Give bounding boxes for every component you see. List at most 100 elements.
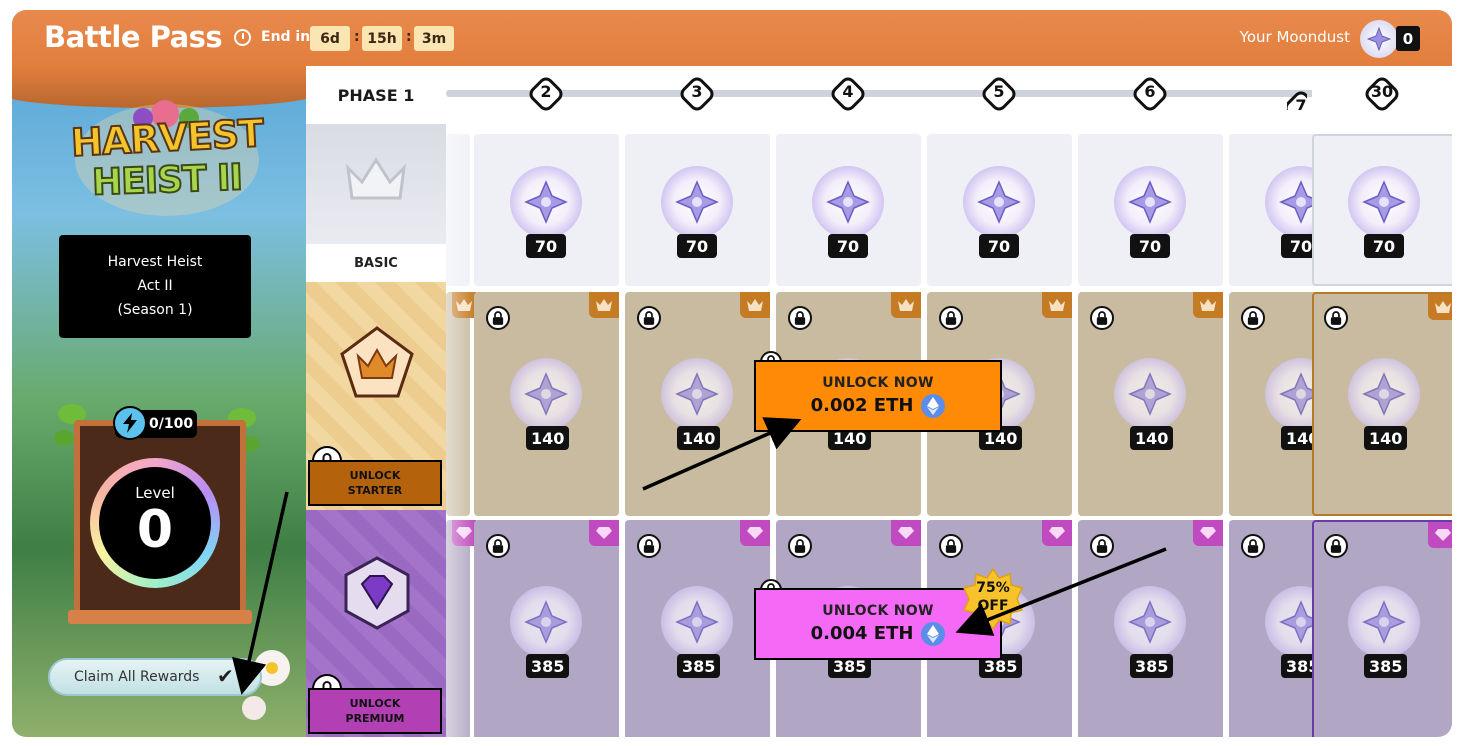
wooden-banner	[12, 66, 306, 108]
discount-off: OFF	[977, 598, 1009, 614]
season-name: Harvest Heist	[107, 254, 203, 270]
claim-all-rewards-label: Claim All Rewards	[74, 669, 200, 685]
reward-amount: 70	[677, 234, 717, 258]
crown-corner-icon	[891, 292, 921, 318]
unlock-starter-line1: UNLOCK	[349, 469, 401, 482]
end-in-label: End in	[261, 29, 311, 45]
moondust-reward-icon	[1114, 358, 1186, 430]
reward-cell-final[interactable]: 70	[1312, 134, 1452, 286]
reward-amount: 70	[828, 234, 868, 258]
reward-amount: 385	[677, 654, 721, 678]
checkmark-icon: ✔	[217, 664, 234, 688]
moondust-reward-icon	[1348, 166, 1420, 238]
unlock-starter-line2: STARTER	[347, 484, 403, 497]
reward-cell[interactable]: 70	[776, 134, 921, 286]
popup-price: 0.002 ETH	[810, 393, 946, 418]
reward-cell[interactable]: 385	[474, 520, 619, 737]
header-bar: Battle Pass End in 6d : 15h : 3m Your Mo…	[12, 10, 1452, 66]
page-title: Battle Pass	[44, 20, 223, 54]
reward-cell[interactable]: 70	[625, 134, 770, 286]
starter-price: 0.002 ETH	[810, 395, 914, 416]
lock-icon	[939, 306, 963, 330]
diamond-corner-icon	[589, 520, 619, 546]
lock-icon	[486, 306, 510, 330]
reward-cell[interactable]: 385	[1078, 520, 1223, 737]
reward-cell[interactable]: 140	[927, 292, 1072, 516]
diamond-corner-icon	[740, 520, 770, 546]
phase-node-number: 30	[1370, 82, 1394, 101]
level-shelf	[68, 610, 252, 624]
phase-node-clipped: 7	[1287, 80, 1307, 110]
moondust-reward-icon	[1114, 166, 1186, 238]
starter-crown-emblem-icon	[340, 326, 414, 398]
tier-basic: BASIC	[306, 124, 446, 282]
moondust-reward-icon	[1114, 586, 1186, 658]
unlock-starter-popup[interactable]: UNLOCK NOW 0.002 ETH	[754, 360, 1002, 432]
reward-amount: 385	[1130, 654, 1174, 678]
popup-title: UNLOCK NOW	[822, 602, 934, 619]
lock-icon	[1241, 534, 1265, 558]
logo-text-heist: HEIST II	[90, 156, 243, 204]
crown-corner-icon	[740, 292, 770, 318]
lock-icon	[1324, 306, 1348, 330]
crown-icon	[345, 157, 407, 200]
moondust-reward-icon	[661, 358, 733, 430]
ethereum-icon	[921, 393, 946, 418]
phase-row: PHASE 1 2 3 4 5 6 7 30	[306, 66, 1452, 124]
moondust-reward-icon	[812, 166, 884, 238]
level-circle	[99, 467, 211, 579]
reward-cell-partial	[446, 292, 470, 516]
timer-separator: :	[354, 29, 360, 45]
moondust-icon	[1360, 20, 1398, 58]
popup-title: UNLOCK NOW	[822, 374, 934, 391]
moondust-reward-icon	[510, 166, 582, 238]
tier-starter: UNLOCK STARTER	[306, 282, 446, 510]
ethereum-icon	[921, 621, 946, 646]
crown-corner-icon	[589, 292, 619, 318]
season-act: Act II	[137, 278, 173, 294]
reward-cell[interactable]: 140	[1078, 292, 1223, 516]
unlock-premium-line1: UNLOCK	[349, 697, 401, 710]
reward-cell-final[interactable]: 140	[1312, 292, 1452, 516]
season-info-box: Harvest Heist Act II (Season 1)	[59, 235, 251, 338]
reward-cell-partial	[446, 520, 470, 737]
phase-node-number: 4	[842, 82, 854, 101]
battle-pass-window: Battle Pass End in 6d : 15h : 3m Your Mo…	[12, 10, 1452, 737]
moondust-reward-icon	[510, 358, 582, 430]
reward-cell[interactable]: 70	[1078, 134, 1223, 286]
unlock-starter-button[interactable]: UNLOCK STARTER	[308, 460, 442, 506]
sidebar: HARVEST HEIST II Harvest Heist Act II (S…	[12, 66, 306, 737]
lock-icon	[1090, 534, 1114, 558]
lock-icon	[637, 534, 661, 558]
lock-icon	[486, 534, 510, 558]
reward-cell-partial	[446, 134, 470, 286]
reward-cell[interactable]: 70	[927, 134, 1072, 286]
moondust-count: 0	[1396, 26, 1420, 51]
diamond-corner-icon	[1042, 520, 1072, 546]
reward-cell[interactable]: 140	[625, 292, 770, 516]
reward-cell[interactable]: 385	[625, 520, 770, 737]
timer-minutes: 3m	[414, 26, 454, 51]
discount-label: 75% OFF	[962, 579, 1024, 615]
reward-cell[interactable]: 140	[474, 292, 619, 516]
stopwatch-icon	[234, 29, 251, 46]
reward-amount: 385	[1364, 654, 1408, 678]
timer-hours: 15h	[362, 26, 402, 51]
moondust-reward-icon	[510, 586, 582, 658]
phase-node-number: 3	[691, 82, 703, 101]
reward-cell[interactable]: 70	[474, 134, 619, 286]
vine-leaves-icon	[54, 404, 260, 452]
diamond-corner-icon	[1428, 522, 1452, 548]
crown-corner-icon	[1193, 292, 1223, 318]
discount-percent: 75%	[976, 580, 1010, 596]
lock-icon	[1090, 306, 1114, 330]
unlock-premium-popup[interactable]: UNLOCK NOW 0.004 ETH	[754, 588, 1002, 660]
claim-all-rewards-button[interactable]: Claim All Rewards	[48, 658, 262, 696]
reward-cell-final[interactable]: 385	[1312, 520, 1452, 737]
unlock-premium-button[interactable]: UNLOCK PREMIUM	[308, 688, 442, 734]
reward-amount: 70	[526, 234, 566, 258]
popup-price: 0.004 ETH	[811, 621, 946, 646]
lightning-bolt-icon	[113, 406, 147, 440]
timer-separator: :	[406, 29, 412, 45]
phase-node-number: 2	[540, 82, 552, 101]
